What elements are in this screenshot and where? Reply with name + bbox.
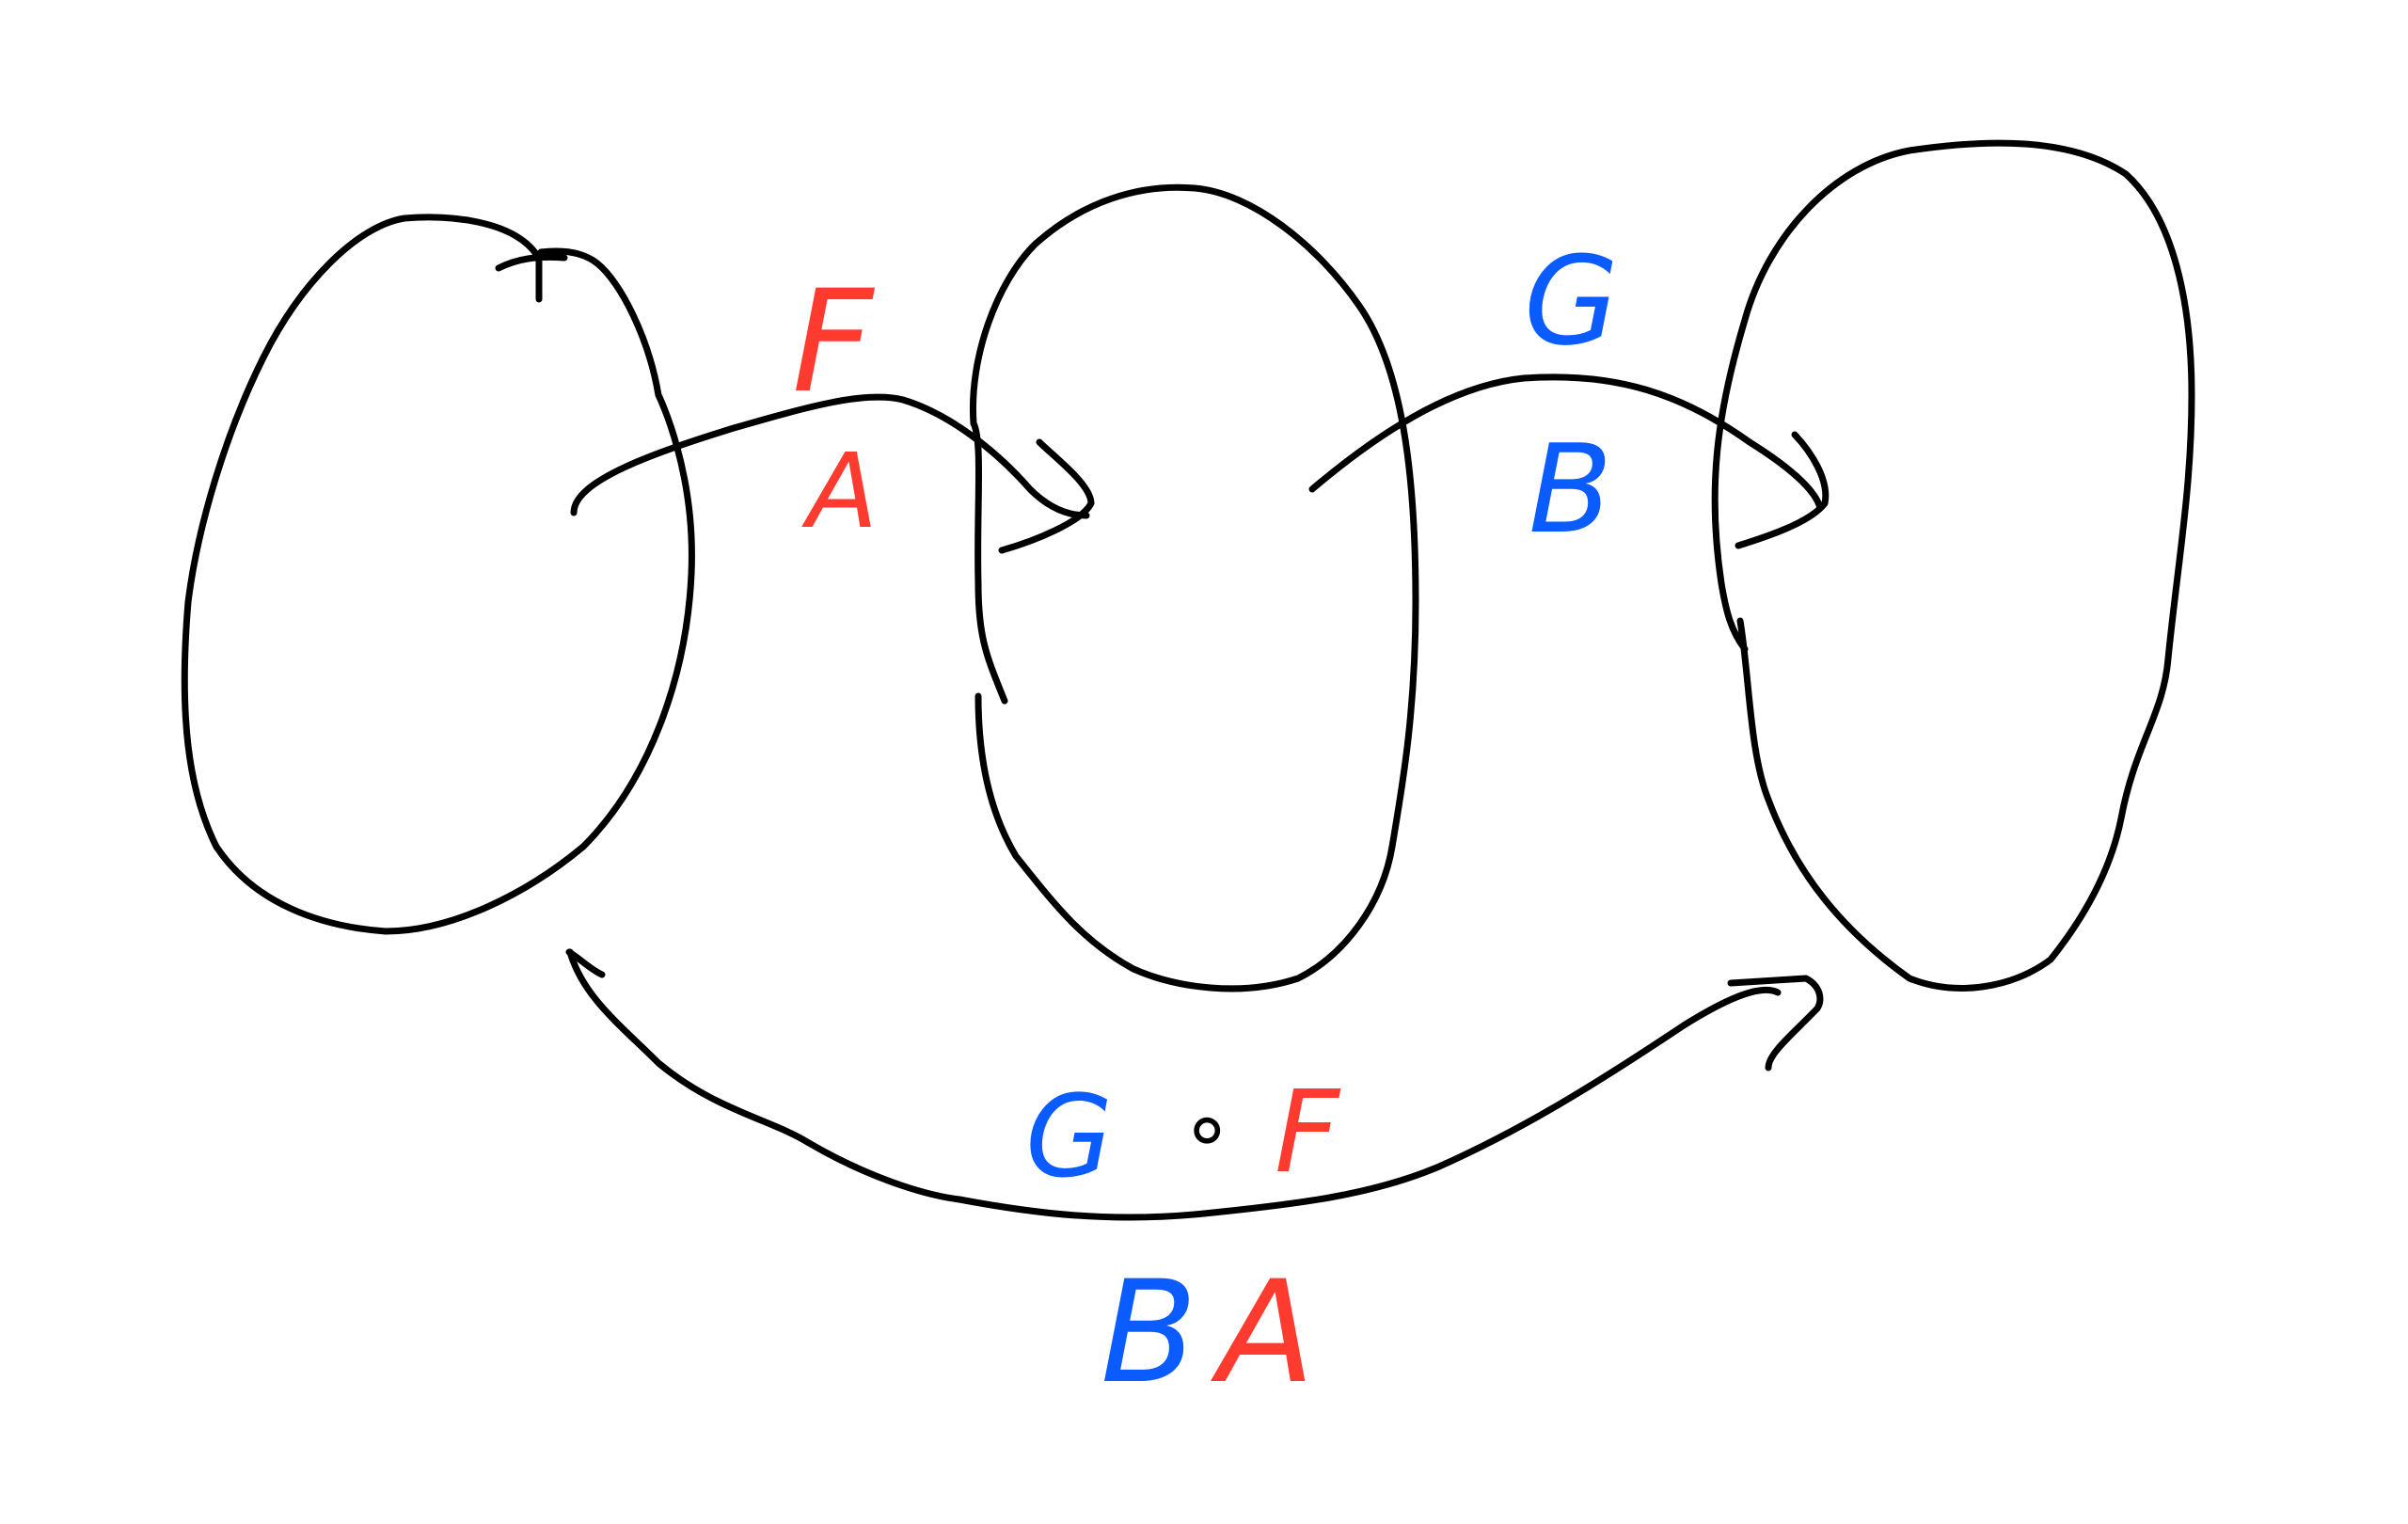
morphism-arrow-f xyxy=(570,393,1090,519)
label-composite-f: F xyxy=(1275,1068,1341,1199)
category-blob-right xyxy=(1711,139,2195,992)
arrow-tail-composite xyxy=(565,948,606,978)
label-functor-g-sub: B xyxy=(1529,418,1612,561)
arrow-head-f xyxy=(998,438,1095,554)
category-blob-middle xyxy=(969,183,1419,992)
label-composite-g: G xyxy=(1025,1072,1113,1203)
label-functor-f-sub: A xyxy=(801,431,878,551)
label-composite-sub-a: A xyxy=(1211,1251,1315,1415)
morphism-arrow-composite xyxy=(566,948,1782,1221)
label-composite-op: ∘ xyxy=(1180,1079,1233,1178)
label-functor-f: F xyxy=(792,261,876,424)
category-blob-left xyxy=(181,214,695,935)
label-composite-sub-b: B xyxy=(1101,1251,1197,1415)
label-functor-g: G xyxy=(1524,230,1619,373)
object-marker-left xyxy=(495,250,568,303)
morphism-arrow-g xyxy=(1308,373,1824,512)
arrow-head-g xyxy=(1735,431,1830,549)
arrow-head-composite xyxy=(1727,975,1824,1072)
